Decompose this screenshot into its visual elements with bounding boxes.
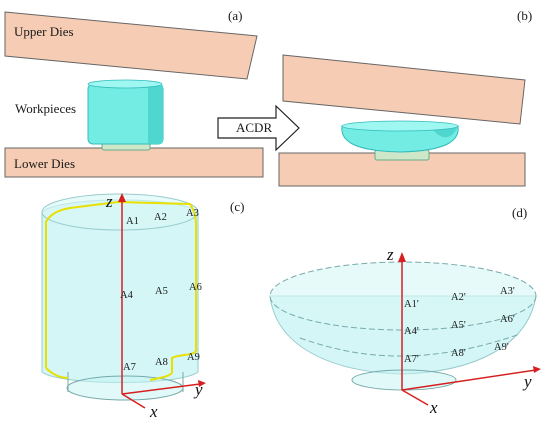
point-d-6: A6'	[500, 314, 515, 325]
upper-die-b	[282, 54, 526, 125]
y-axis-d	[401, 369, 537, 391]
upper-dies-label: Upper Dies	[14, 24, 74, 39]
point-d-3: A3'	[500, 286, 515, 297]
panel-label-d: (d)	[512, 205, 528, 220]
point-d-7: A7'	[404, 354, 419, 365]
y-axis-c	[121, 383, 201, 395]
x-axis-label-d: x	[430, 398, 438, 417]
point-c-6: A6	[189, 282, 202, 293]
panel-label-a: (a)	[228, 8, 243, 23]
y-axis-label-d: y	[524, 372, 532, 391]
point-c-5: A5	[155, 286, 168, 297]
point-d-9: A9'	[494, 342, 509, 353]
workpiece-barrel-b	[341, 120, 459, 161]
lower-dies-label: Lower Dies	[14, 156, 76, 171]
z-axis-label-c: z	[106, 192, 113, 211]
point-c-2: A2	[154, 212, 167, 223]
x-axis-c	[121, 393, 146, 409]
process-arrow	[217, 104, 300, 152]
workpiece-cylinder-a	[87, 79, 164, 151]
upper-die-a	[4, 11, 258, 80]
point-c-8: A8	[155, 357, 168, 368]
point-c-9: A9	[187, 352, 200, 363]
lower-die-a	[4, 147, 264, 178]
process-label: ACDR	[236, 120, 273, 135]
x-axis-label-c: x	[150, 402, 158, 421]
z-axis-label-d: z	[387, 245, 394, 264]
point-c-4: A4	[120, 290, 133, 301]
point-c-7: A7	[123, 362, 136, 373]
point-d-2: A2'	[451, 292, 466, 303]
point-d-8: A8'	[451, 348, 466, 359]
point-c-1: A1	[126, 216, 139, 227]
point-d-5: A5'	[451, 320, 466, 331]
panel-label-b: (b)	[517, 8, 533, 23]
point-d-1: A1'	[404, 299, 419, 310]
point-c-3: A3	[186, 208, 199, 219]
flow-path-c	[45, 200, 197, 381]
panel-label-c: (c)	[230, 199, 245, 214]
x-axis-d	[401, 389, 429, 406]
point-d-4: A4'	[404, 326, 419, 337]
transparent-barrel-d	[269, 261, 537, 391]
y-axis-label-c: y	[195, 380, 203, 399]
workpieces-label: Workpieces	[15, 101, 77, 116]
